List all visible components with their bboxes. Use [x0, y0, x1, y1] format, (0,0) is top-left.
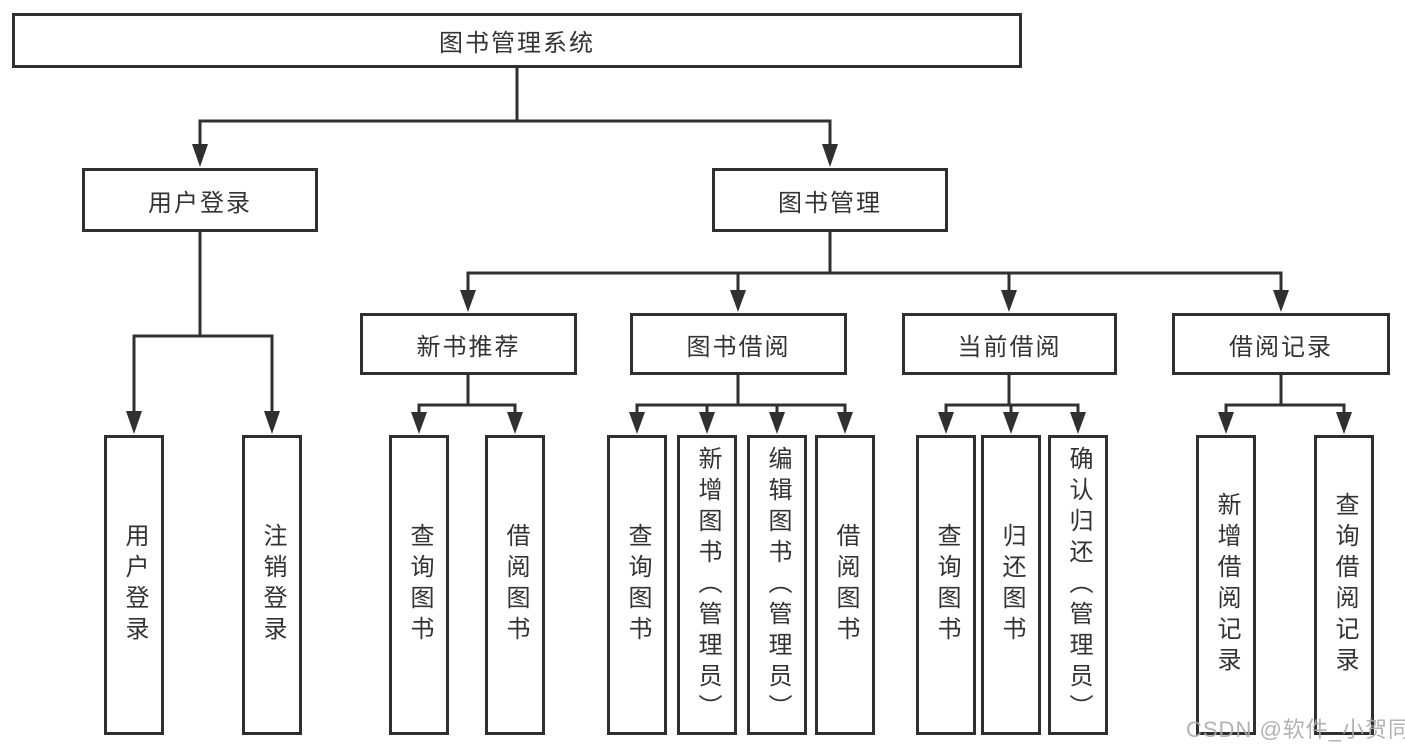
leaf-recommend-borrow-books: 借阅图书 — [485, 435, 545, 735]
csdn-watermark: CSDN @软件_小贺同学 — [1186, 717, 1405, 742]
connector-root-to-level2 — [192, 66, 838, 167]
connector-user-login-to-children — [126, 231, 280, 434]
leaf-records-query-borrow-record: 查询借阅记录 — [1314, 435, 1374, 735]
leaf-borrowing-query-books: 查询图书 — [607, 435, 667, 735]
leaf-recommend-query-books: 查询图书 — [389, 435, 449, 735]
connector-recommend-to-children — [411, 373, 523, 434]
leaf-borrowing-add-books-admin: 新增图书（管理员） — [677, 435, 737, 735]
leaf-borrowing-borrow-books: 借阅图书 — [815, 435, 875, 735]
node-library-management-system: 图书管理系统 — [12, 13, 1022, 68]
leaf-current-query-books: 查询图书 — [916, 435, 976, 735]
connector-records-to-children — [1218, 373, 1352, 434]
leaf-borrowing-edit-books-admin: 编辑图书（管理员） — [747, 435, 807, 735]
node-book-management: 图书管理 — [712, 168, 948, 232]
leaf-records-add-borrow-record: 新增借阅记录 — [1196, 435, 1256, 735]
leaf-current-return-books: 归还图书 — [981, 435, 1041, 735]
node-book-borrowing: 图书借阅 — [630, 313, 847, 375]
connector-current-to-children — [938, 373, 1086, 434]
connector-borrow-to-children — [629, 373, 853, 434]
connector-book-mgmt-to-level3 — [460, 231, 1289, 312]
node-current-borrowing: 当前借阅 — [902, 313, 1117, 375]
node-user-login: 用户登录 — [82, 168, 318, 232]
leaf-logout: 注销登录 — [242, 435, 302, 735]
node-borrowing-records: 借阅记录 — [1172, 313, 1390, 375]
leaf-user-login: 用户登录 — [104, 435, 164, 735]
leaf-current-confirm-return-admin: 确认归还（管理员） — [1048, 435, 1108, 735]
node-new-book-recommendation: 新书推荐 — [360, 313, 577, 375]
